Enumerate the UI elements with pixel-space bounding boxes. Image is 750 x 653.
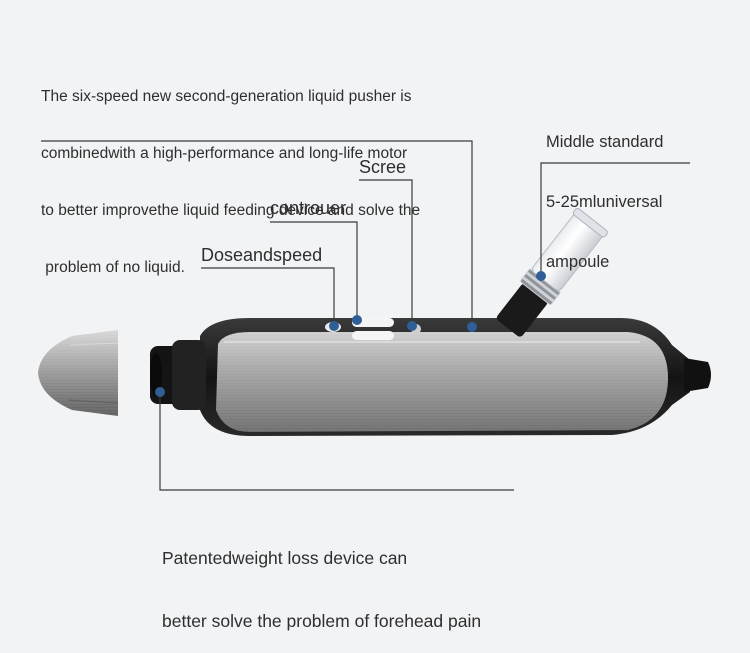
nozzle-cap bbox=[38, 330, 119, 416]
ampoule-callout-line: ampoule bbox=[546, 253, 610, 271]
top-description-line: The six-speed new second-generation liqu… bbox=[41, 88, 412, 105]
leader-contour bbox=[270, 221, 358, 320]
device-illustration bbox=[38, 140, 711, 491]
scree-label: Scree bbox=[359, 157, 407, 177]
bottom-description-line: Patentedweight loss device can bbox=[162, 548, 408, 568]
marker-ampoule bbox=[536, 271, 546, 281]
ampoule-callout-line: Middle standard bbox=[546, 133, 664, 151]
ampoule bbox=[496, 208, 608, 337]
marker-top-description bbox=[467, 322, 477, 332]
marker-scree bbox=[407, 321, 417, 331]
leader-scree bbox=[359, 179, 413, 326]
device-body bbox=[150, 318, 711, 436]
bottom-description-line: better solve the problem of forehead pai… bbox=[162, 611, 482, 631]
bottom-description: Patentedweight loss device can better so… bbox=[162, 506, 481, 653]
ampoule-callout-line: 5-25mluniversal bbox=[546, 193, 663, 211]
leader-ampoule bbox=[540, 162, 690, 276]
top-description: The six-speed new second-generation liqu… bbox=[41, 49, 420, 296]
leader-top-description bbox=[41, 140, 473, 327]
leader-bottom-description bbox=[159, 392, 514, 491]
leader-dose bbox=[201, 267, 335, 326]
top-description-line: to better improvethe liquid feeding devi… bbox=[41, 202, 421, 219]
marker-dose bbox=[329, 321, 339, 331]
top-description-line: combinedwith a high-performance and long… bbox=[41, 145, 408, 162]
contour-label: controuer bbox=[270, 198, 347, 218]
marker-contour bbox=[352, 315, 362, 325]
ampoule-callout: Middle standard 5-25mluniversal ampoule bbox=[546, 92, 663, 292]
top-description-line: problem of no liquid. bbox=[41, 259, 185, 276]
callout-markers bbox=[155, 271, 546, 397]
dose-speed-label: Doseandspeed bbox=[201, 245, 323, 265]
marker-bottom-description bbox=[155, 387, 165, 397]
callout-leader-lines bbox=[41, 140, 690, 491]
